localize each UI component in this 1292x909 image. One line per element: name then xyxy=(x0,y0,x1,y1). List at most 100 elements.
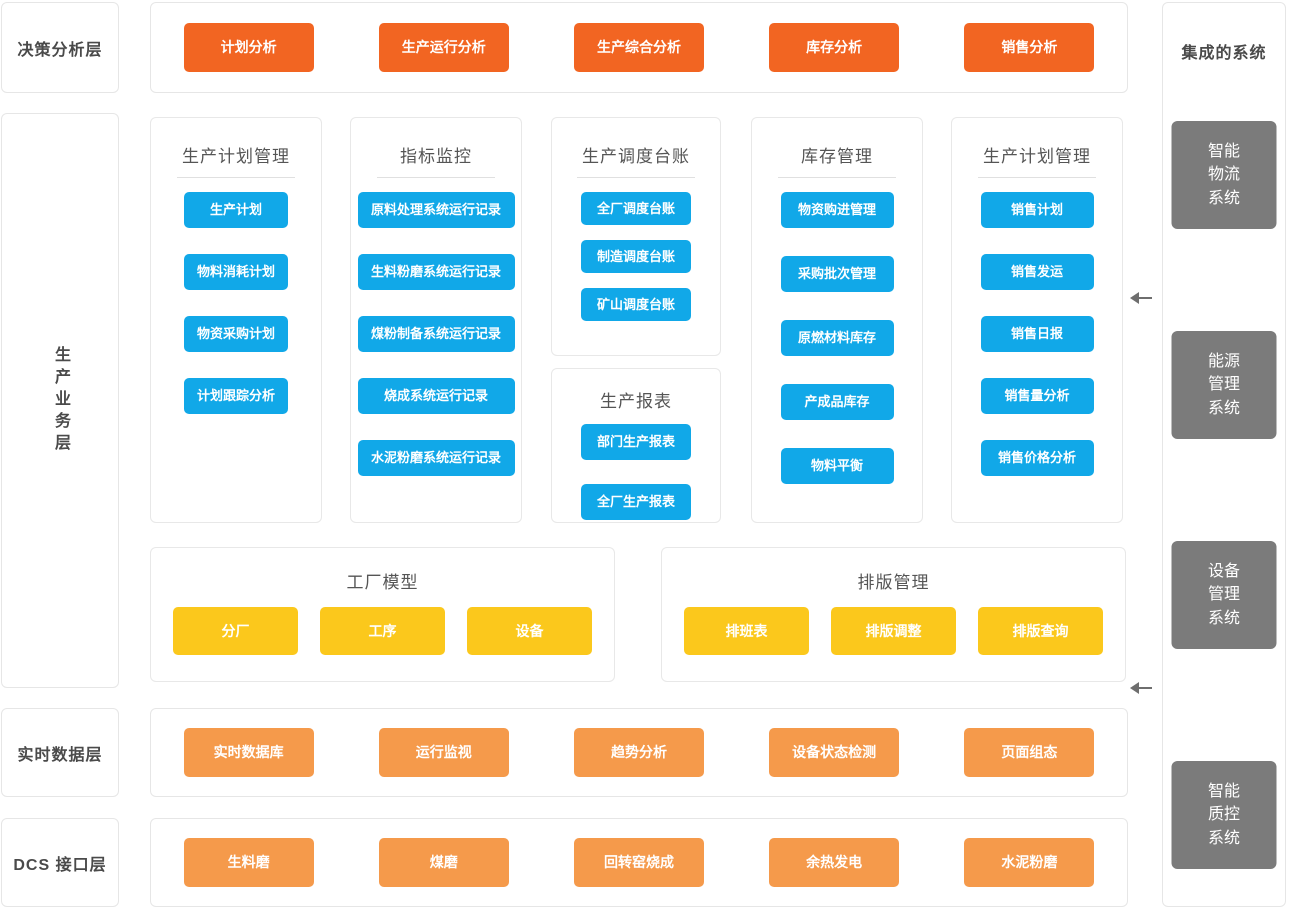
group-item-label: 排版调整 xyxy=(865,622,922,639)
dcs-item-3[interactable]: 余热发电 xyxy=(769,838,900,887)
module-item[interactable]: 物资采购计划 xyxy=(184,316,288,352)
module-card-production-plan: 生产计划管理 生产计划 物料消耗计划 物资采购计划 计划跟踪分析 xyxy=(150,117,322,523)
layer-label-realtime: 实时数据层 xyxy=(1,708,119,797)
group-item-label: 设备 xyxy=(515,622,544,639)
module-item[interactable]: 全厂生产报表 xyxy=(581,484,691,520)
module-card-production-report-title: 生产报表 xyxy=(600,392,672,411)
realtime-items-row: 实时数据库 运行监视 趋势分析 设备状态检测 页面组态 xyxy=(151,709,1127,796)
module-item-label: 煤粉制备系统运行记录 xyxy=(370,326,501,342)
group-item[interactable]: 排班表 xyxy=(684,607,809,655)
module-item[interactable]: 销售计划 xyxy=(980,192,1094,228)
decision-item-3[interactable]: 库存分析 xyxy=(769,23,900,72)
module-card-dispatch-ledger-title: 生产调度台账 xyxy=(582,147,690,166)
module-item[interactable]: 全厂调度台账 xyxy=(581,192,691,225)
integrated-systems-title: 集成的系统 xyxy=(1181,45,1267,62)
module-item[interactable]: 销售量分析 xyxy=(980,378,1094,414)
module-item-label: 水泥粉磨系统运行记录 xyxy=(370,450,501,466)
module-item-label: 生料粉磨系统运行记录 xyxy=(370,264,501,280)
module-item-label: 计划跟踪分析 xyxy=(196,388,275,404)
module-item-label: 物料平衡 xyxy=(810,458,863,474)
module-item-label: 部门生产报表 xyxy=(596,434,675,450)
decision-item-0-label: 计划分析 xyxy=(220,39,277,56)
module-item-label: 销售价格分析 xyxy=(997,450,1076,466)
realtime-item-0[interactable]: 实时数据库 xyxy=(183,728,314,777)
system-box-smart-quality-control-label: 智能 质控 系统 xyxy=(1207,783,1240,847)
realtime-item-3-label: 设备状态检测 xyxy=(792,744,877,761)
group-item[interactable]: 工序 xyxy=(320,607,445,655)
system-box-equipment-management-label: 设备 管理 系统 xyxy=(1207,563,1240,627)
module-item-label: 物料消耗计划 xyxy=(196,264,275,280)
group-item-label: 工序 xyxy=(368,622,397,639)
realtime-item-1[interactable]: 运行监视 xyxy=(378,728,509,777)
module-item-label: 全厂生产报表 xyxy=(596,494,675,510)
module-item-label: 销售日报 xyxy=(1010,326,1063,342)
module-item[interactable]: 原料处理系统运行记录 xyxy=(357,192,515,228)
dcs-item-2[interactable]: 回转窑烧成 xyxy=(573,838,704,887)
system-box-smart-logistics[interactable]: 智能 物流 系统 xyxy=(1171,121,1277,229)
module-item[interactable]: 物料消耗计划 xyxy=(184,254,288,290)
realtime-item-2[interactable]: 趋势分析 xyxy=(573,728,704,777)
realtime-item-3[interactable]: 设备状态检测 xyxy=(769,728,900,777)
arrow-shaft xyxy=(1136,687,1152,689)
decision-item-3-label: 库存分析 xyxy=(806,39,863,56)
group-item[interactable]: 排版查询 xyxy=(978,607,1103,655)
module-item[interactable]: 生产计划 xyxy=(184,192,288,228)
dcs-item-4[interactable]: 水泥粉磨 xyxy=(964,838,1095,887)
module-item[interactable]: 原燃材料库存 xyxy=(780,320,894,356)
system-box-energy-management[interactable]: 能源 管理 系统 xyxy=(1171,331,1277,439)
layer-label-dcs-text: DCS 接口层 xyxy=(13,856,107,874)
module-item[interactable]: 部门生产报表 xyxy=(581,424,691,460)
group-box-factory-model-title: 工厂模型 xyxy=(346,573,419,592)
module-item[interactable]: 生料粉磨系统运行记录 xyxy=(357,254,515,290)
module-item[interactable]: 烧成系统运行记录 xyxy=(357,378,515,414)
module-item[interactable]: 销售日报 xyxy=(980,316,1094,352)
module-item[interactable]: 水泥粉磨系统运行记录 xyxy=(357,440,515,476)
group-item[interactable]: 排版调整 xyxy=(831,607,956,655)
module-card-dispatch-ledger-items: 全厂调度台账 制造调度台账 矿山调度台账 xyxy=(552,192,720,336)
decision-item-4-label: 销售分析 xyxy=(1001,39,1058,56)
module-item[interactable]: 产成品库存 xyxy=(780,384,894,420)
group-box-factory-model-items: 分厂 工序 设备 xyxy=(151,607,614,655)
decision-item-4[interactable]: 销售分析 xyxy=(964,23,1095,72)
card-divider xyxy=(978,177,1096,178)
realtime-item-4-label: 页面组态 xyxy=(1001,744,1058,761)
module-item[interactable]: 矿山调度台账 xyxy=(581,288,691,321)
dcs-item-2-label: 回转窑烧成 xyxy=(603,854,674,871)
module-item[interactable]: 制造调度台账 xyxy=(581,240,691,273)
decision-item-2[interactable]: 生产综合分析 xyxy=(573,23,704,72)
decision-analysis-panel: 计划分析 生产运行分析 生产综合分析 库存分析 销售分析 xyxy=(150,2,1128,93)
layer-label-dcs: DCS 接口层 xyxy=(1,818,119,907)
system-box-equipment-management[interactable]: 设备 管理 系统 xyxy=(1171,541,1277,649)
system-box-smart-quality-control[interactable]: 智能 质控 系统 xyxy=(1171,761,1277,869)
decision-item-0[interactable]: 计划分析 xyxy=(183,23,314,72)
integration-arrow-top xyxy=(1130,292,1152,304)
module-item-label: 烧成系统运行记录 xyxy=(383,388,488,404)
decision-item-1[interactable]: 生产运行分析 xyxy=(378,23,509,72)
module-item-label: 原燃材料库存 xyxy=(797,330,876,346)
dcs-item-4-label: 水泥粉磨 xyxy=(1001,854,1058,871)
realtime-item-2-label: 趋势分析 xyxy=(610,744,667,761)
module-item-label: 物资购进管理 xyxy=(797,202,876,218)
dcs-item-1[interactable]: 煤磨 xyxy=(378,838,509,887)
module-card-production-plan-title: 生产计划管理 xyxy=(182,147,290,166)
module-card-sales-plan-items: 销售计划 销售发运 销售日报 销售量分析 销售价格分析 xyxy=(952,192,1122,502)
module-item[interactable]: 销售价格分析 xyxy=(980,440,1094,476)
group-item[interactable]: 分厂 xyxy=(173,607,298,655)
module-item-label: 原料处理系统运行记录 xyxy=(370,202,501,218)
realtime-item-4[interactable]: 页面组态 xyxy=(964,728,1095,777)
layer-label-decision-text: 决策分析层 xyxy=(17,41,103,59)
module-item[interactable]: 物料平衡 xyxy=(780,448,894,484)
group-item[interactable]: 设备 xyxy=(467,607,592,655)
module-item[interactable]: 采购批次管理 xyxy=(780,256,894,292)
module-item-label: 销售计划 xyxy=(1010,202,1063,218)
module-item-label: 物资采购计划 xyxy=(196,326,275,342)
decision-items-row: 计划分析 生产运行分析 生产综合分析 库存分析 销售分析 xyxy=(151,3,1127,92)
module-item[interactable]: 计划跟踪分析 xyxy=(184,378,288,414)
dcs-item-0[interactable]: 生料磨 xyxy=(183,838,314,887)
module-item[interactable]: 煤粉制备系统运行记录 xyxy=(357,316,515,352)
module-card-inventory-items: 物资购进管理 采购批次管理 原燃材料库存 产成品库存 物料平衡 xyxy=(752,192,922,512)
module-item[interactable]: 销售发运 xyxy=(980,254,1094,290)
module-item-label: 矿山调度台账 xyxy=(596,296,675,312)
module-item[interactable]: 物资购进管理 xyxy=(780,192,894,228)
